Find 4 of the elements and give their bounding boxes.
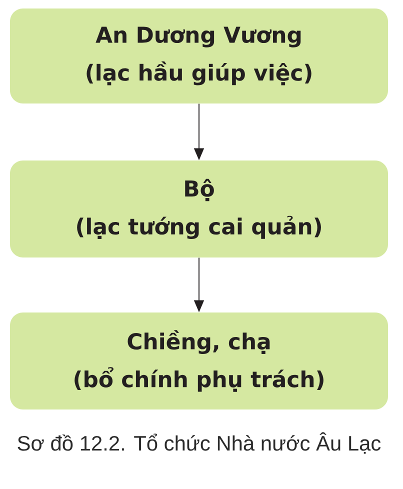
caption: Sơ đồ 12.2. Tổ chức Nhà nước Âu Lạc [18, 432, 381, 454]
process-box: Chiềng, chạ (bổ chính phụ trách) [10, 312, 388, 410]
process-box: An Dương Vương (lạc hầu giúp việc) [10, 8, 388, 104]
process-box: Bộ (lạc tướng cai quản) [10, 160, 388, 258]
